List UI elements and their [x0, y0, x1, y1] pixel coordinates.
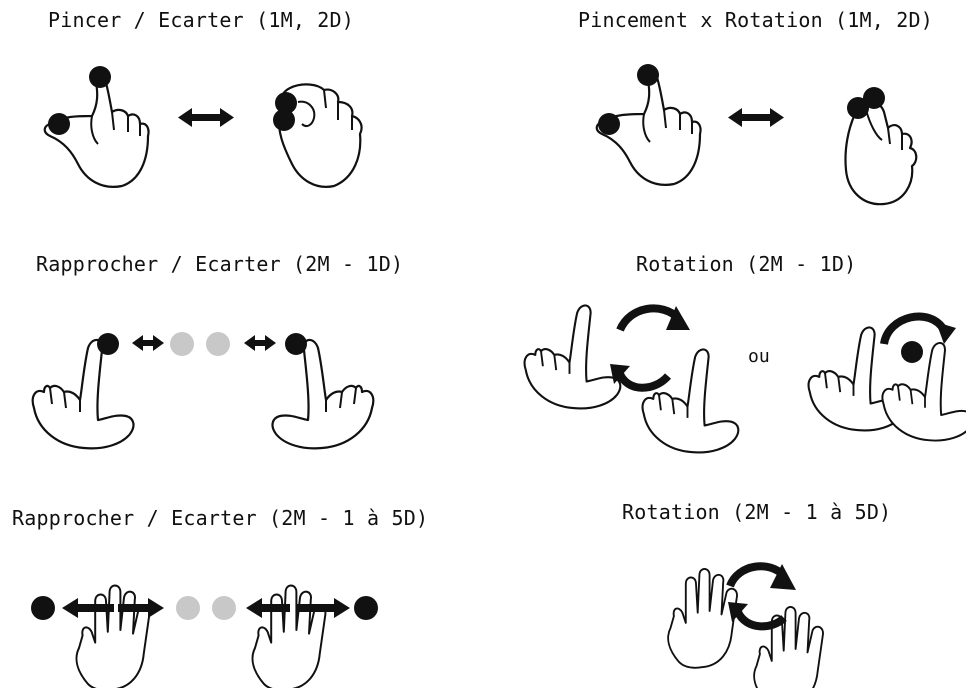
rotation-arrows — [610, 304, 690, 392]
rotation-arrow-single — [880, 312, 956, 346]
double-arrow — [178, 108, 234, 127]
arrow-left-out — [62, 598, 114, 618]
gesture-title-pinch-rotate: Pincement x Rotation (1M, 2D) — [578, 8, 933, 32]
approach-spread-5d-illustration — [31, 584, 378, 688]
alternative-separator: ou — [748, 346, 770, 367]
touch-point — [901, 341, 923, 363]
gesture-title-approach-spread-1d: Rapprocher / Ecarter (2M - 1D) — [36, 252, 404, 276]
gesture-title-rotation-5d: Rotation (2M - 1 à 5D) — [622, 500, 892, 524]
ghost-point — [212, 596, 236, 620]
touch-point-right — [354, 596, 378, 620]
touch-point-3 — [847, 97, 869, 119]
double-arrow-right — [244, 335, 276, 351]
gesture-title-pinch-spread: Pincer / Ecarter (1M, 2D) — [48, 8, 355, 32]
touch-point-4 — [273, 109, 295, 131]
touch-point-1 — [89, 66, 111, 88]
arrow-left-in — [118, 598, 164, 618]
touch-point-3 — [275, 92, 297, 114]
pinch-spread-illustration — [43, 66, 363, 188]
rotation-5d-illustration — [667, 562, 824, 688]
touch-point-2 — [48, 113, 70, 135]
arrow-right-in — [246, 598, 290, 618]
double-arrow-left — [132, 335, 164, 351]
double-arrow — [728, 108, 784, 127]
arrow-right-out — [296, 598, 350, 618]
gesture-title-rotation-1d: Rotation (2M - 1D) — [636, 252, 857, 276]
touch-point-2 — [598, 113, 620, 135]
ghost-point — [176, 596, 200, 620]
touch-point-right — [285, 333, 307, 355]
gesture-title-approach-spread-5d: Rapprocher / Ecarter (2M - 1 à 5D) — [12, 506, 429, 530]
ghost-point — [206, 332, 230, 356]
touch-point-left — [31, 596, 55, 620]
pinch-rotate-illustration — [595, 64, 918, 206]
rotation-1d-illustration — [523, 304, 966, 454]
touch-point-1 — [637, 64, 659, 86]
touch-point-left — [97, 333, 119, 355]
approach-spread-1d-illustration — [31, 332, 375, 450]
touch-point-4 — [863, 87, 885, 109]
ghost-point — [170, 332, 194, 356]
rotation-arrows — [726, 562, 796, 631]
